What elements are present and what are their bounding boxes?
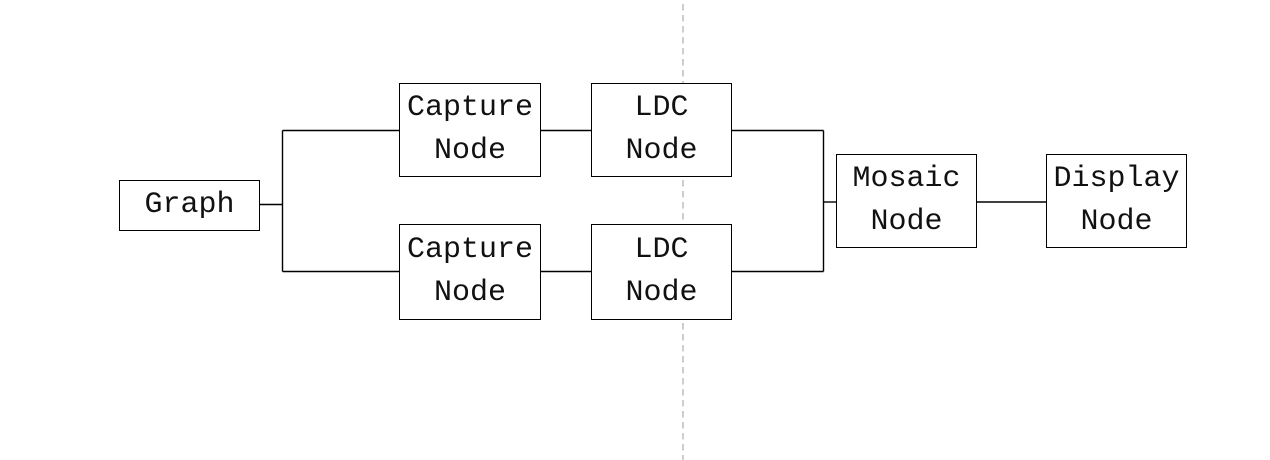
node-mosaic-label-line1: Mosaic [852,162,961,196]
node-ldc-bottom-label-line1: LDC [634,233,689,267]
node-capture-top-label-line2: Node [433,134,506,168]
node-display-label-line2: Node [1080,205,1153,239]
node-mosaic-label-line2: Node [870,205,943,239]
node-ldc-bottom: LDC Node [591,224,732,320]
node-mosaic: Mosaic Node [836,154,977,248]
node-graph-label: Graph [144,188,235,222]
node-capture-top: Capture Node [399,83,541,177]
node-ldc-top-label-line1: LDC [634,91,689,125]
node-display: Display Node [1046,154,1187,248]
node-graph: Graph [119,180,260,231]
node-ldc-top: LDC Node [591,83,732,177]
node-capture-bottom: Capture Node [399,224,541,320]
node-capture-top-label-line1: Capture [406,91,534,125]
node-ldc-bottom-label-line2: Node [625,276,698,310]
node-ldc-top-label-line2: Node [625,134,698,168]
node-display-label-line1: Display [1053,162,1180,196]
node-capture-bottom-label-line1: Capture [406,233,534,267]
node-capture-bottom-label-line2: Node [433,276,506,310]
